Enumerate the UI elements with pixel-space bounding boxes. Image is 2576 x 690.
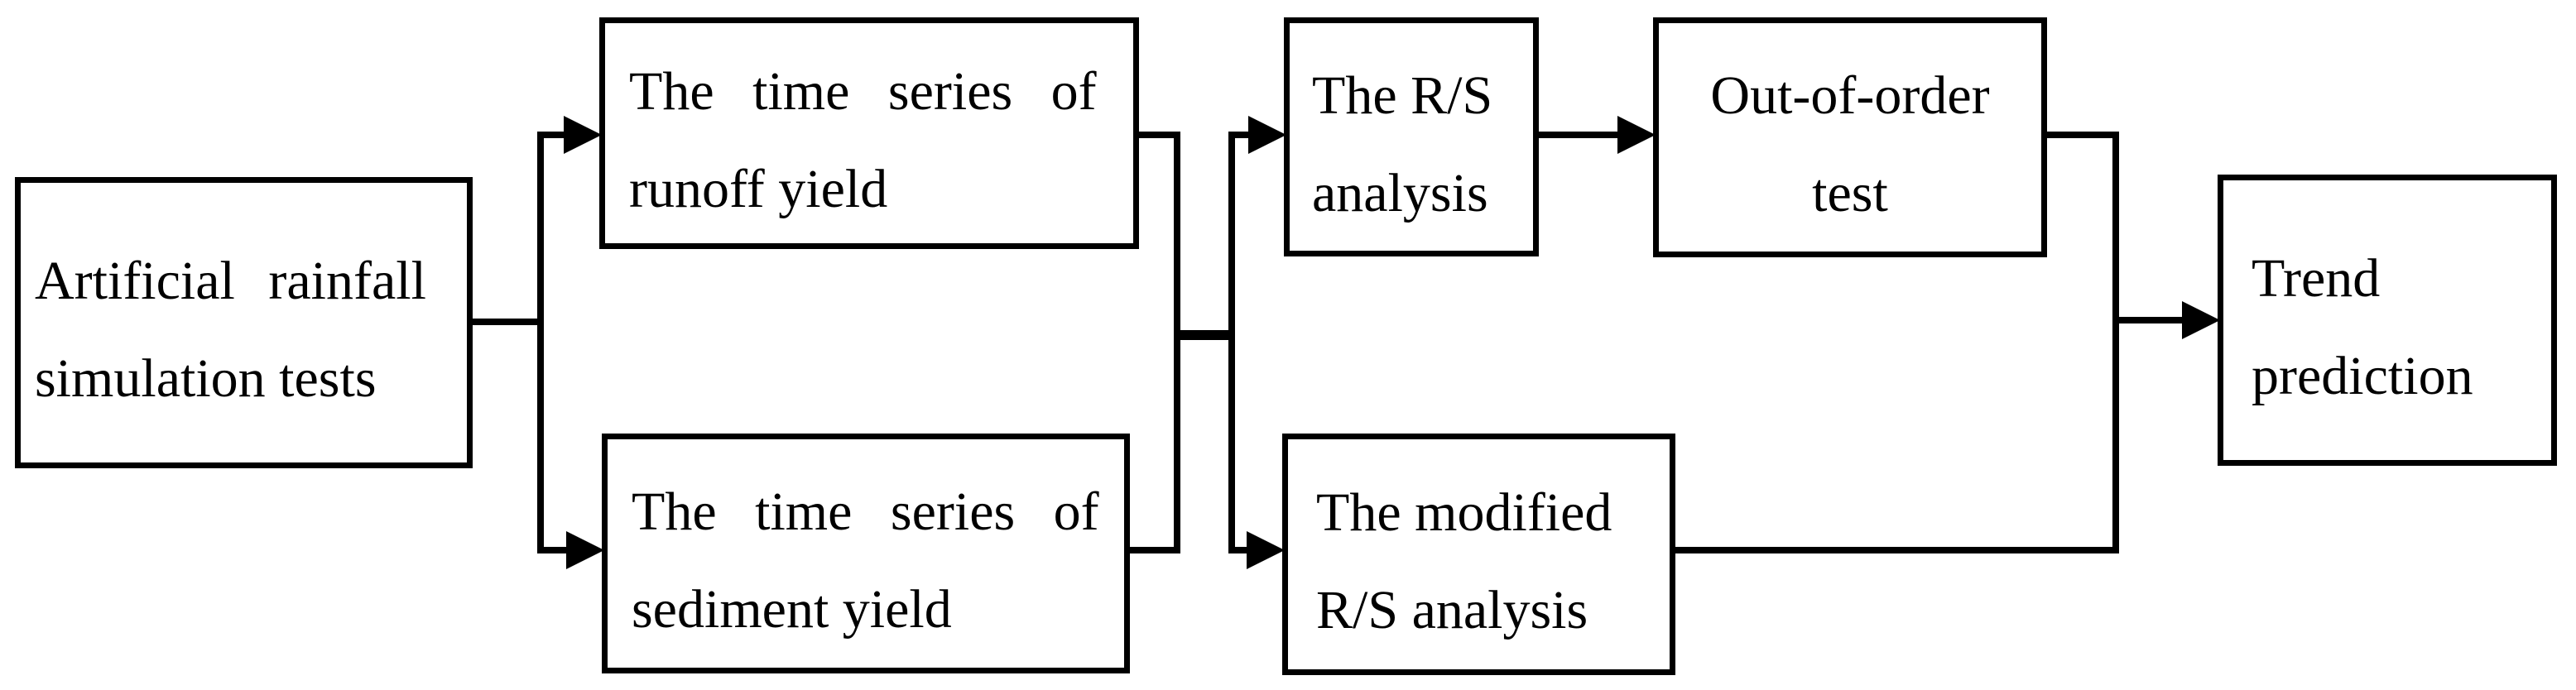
arrowhead-into-rs-analysis [1248,116,1286,154]
arrowhead-into-out-of-order [1617,116,1656,154]
node-text-line: The modified [1316,482,1612,543]
node-text-line: The time series of [629,61,1097,122]
node-text-line: prediction [2252,346,2473,406]
arrowhead-into-trend [2182,301,2220,339]
node-text-line: test [1812,163,1888,223]
node-text-line: Out-of-order [1710,65,1990,126]
node-text-line: Artificial rainfall [35,251,426,311]
node-text-line: runoff yield [629,159,888,219]
node-text-line: sediment yield [632,579,952,640]
node-modified-rs-analysis: The modified R/S analysis [1282,434,1675,675]
arrowhead-into-runoff [564,116,602,154]
node-text-line: The time series of [632,482,1099,542]
node-out-of-order-test: Out-of-order test [1653,17,2047,257]
node-text-line: The R/S [1312,65,1493,126]
node-text-line: R/S analysis [1316,580,1588,640]
node-text-line: simulation tests [35,348,377,409]
node-text-line: analysis [1312,162,1488,223]
arrowhead-into-modified-rs [1247,531,1285,569]
node-artificial-rainfall-simulation-tests: Artificial rainfall simulation tests [15,177,473,468]
node-trend-prediction: Trend prediction [2218,175,2557,466]
node-time-series-sediment-yield: The time series of sediment yield [602,434,1130,673]
arrowhead-into-sediment [566,531,604,569]
node-time-series-runoff-yield: The time series of runoff yield [599,17,1139,249]
node-rs-analysis: The R/S analysis [1284,17,1539,256]
node-text-line: Trend [2252,248,2381,309]
